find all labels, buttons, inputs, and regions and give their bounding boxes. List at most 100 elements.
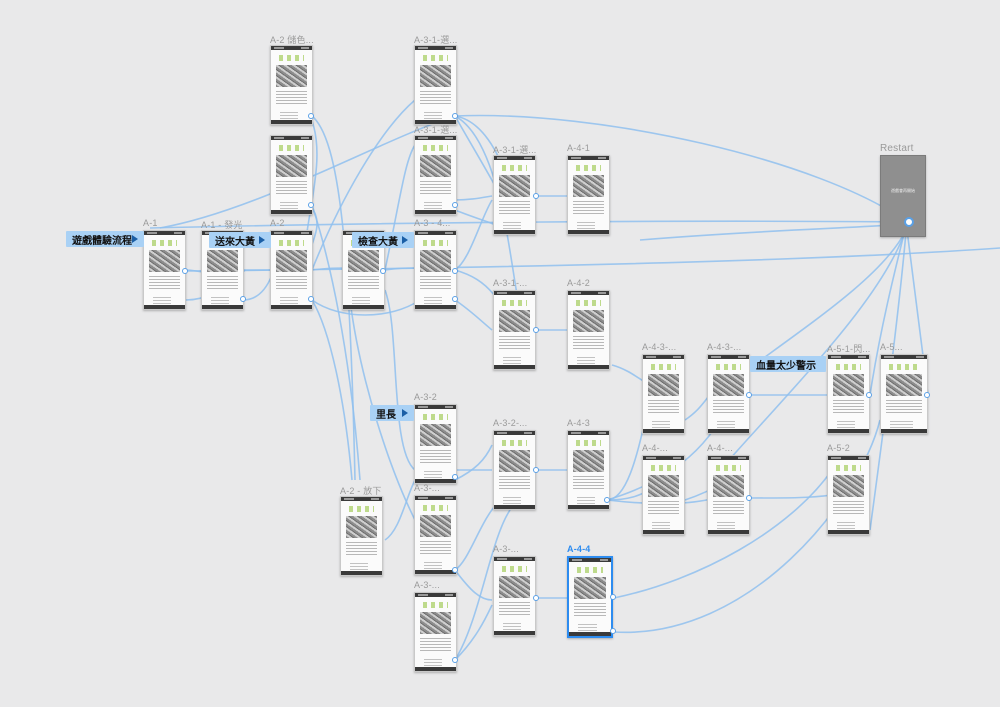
artboard-a3-2-3[interactable]: A-3-...: [493, 544, 536, 636]
play-icon[interactable]: [402, 409, 408, 417]
artboard-label: A-4-2: [567, 278, 591, 288]
play-icon[interactable]: [402, 236, 408, 244]
artboard-a2-top[interactable]: A-2 儲色...: [270, 35, 314, 125]
artboard-label: A-4-...: [642, 443, 668, 453]
connector-node[interactable]: [452, 268, 458, 274]
artboard-a4-3d[interactable]: A-4-...: [707, 443, 750, 535]
connector-node[interactable]: [308, 296, 314, 302]
connector-node[interactable]: [452, 567, 458, 573]
connector-node[interactable]: [452, 113, 458, 119]
screen-frame: [567, 290, 610, 370]
artboard-a2-mid[interactable]: [270, 135, 313, 215]
artboard-a5-1[interactable]: A-5-1-閃...: [827, 344, 870, 434]
screen-frame: [270, 230, 313, 310]
connector-node[interactable]: [866, 392, 872, 398]
connector-node[interactable]: [610, 628, 616, 634]
screen-frame: 遊戲會再開始: [880, 155, 926, 237]
play-icon[interactable]: [259, 236, 265, 244]
screen-frame: [270, 135, 313, 215]
connector-node[interactable]: [924, 392, 930, 398]
screen-frame: [707, 354, 750, 434]
connector-node[interactable]: [604, 497, 610, 503]
artboard-a3[interactable]: A-3 - 4...: [414, 218, 457, 310]
screen-frame: [493, 290, 536, 370]
artboard-a4-3c[interactable]: A-4-...: [642, 443, 685, 535]
artboard-a4-3[interactable]: A-4-3: [567, 418, 610, 510]
connector-node[interactable]: [452, 296, 458, 302]
artboard-a3-2[interactable]: A-3-2: [414, 392, 457, 484]
flow-label-text: 檢查大黃: [358, 236, 398, 248]
artboard-label: A-4-3: [567, 418, 591, 428]
artboard-a3-1d[interactable]: A-3-1-...: [493, 278, 536, 370]
artboard-label: A-3-2-...: [493, 418, 528, 428]
screen-frame: [143, 230, 186, 310]
play-icon[interactable]: [132, 235, 138, 243]
artboard-a4-4[interactable]: A-4-4: [567, 544, 613, 638]
wire: [639, 223, 906, 241]
connector-node[interactable]: [533, 327, 539, 333]
artboard-a4-2[interactable]: A-4-2: [567, 278, 610, 370]
artboard-a1[interactable]: A-1: [143, 218, 186, 310]
artboard-a3-2b[interactable]: A-3-...: [414, 483, 457, 575]
flow-label-game[interactable]: 遊戲體驗流程: [66, 231, 144, 247]
artboard-label: A-3 - 4...: [414, 218, 451, 228]
connector-node[interactable]: [380, 268, 386, 274]
connector-node[interactable]: [182, 268, 188, 274]
connector-node[interactable]: [533, 467, 539, 473]
artboard-a2[interactable]: A-2: [270, 218, 313, 310]
connector-node[interactable]: [746, 495, 752, 501]
screen-frame: [414, 404, 457, 484]
artboard-a4-3a[interactable]: A-4-3-...: [642, 342, 685, 434]
flow-label-check[interactable]: 檢查大黃: [352, 232, 414, 248]
artboard-label: A-5-1-閃...: [827, 344, 871, 354]
artboard-a3-2-2[interactable]: A-3-2-...: [493, 418, 536, 510]
wire: [384, 479, 416, 541]
artboard-a3-1b[interactable]: A-3-1-選...: [414, 125, 457, 215]
restart-text: 遊戲會再開始: [891, 188, 915, 193]
artboard-label: A-3-2: [414, 392, 438, 402]
artboard-a3-1[interactable]: A-3-1-選...: [414, 35, 457, 125]
connector-node[interactable]: [452, 474, 458, 480]
screen-frame: [707, 455, 750, 535]
screen-frame: [827, 455, 870, 535]
screen-frame: [493, 155, 536, 235]
screen-frame: [880, 354, 928, 434]
connector-node[interactable]: [746, 392, 752, 398]
artboard-a2-down[interactable]: A-2 - 放下: [340, 486, 383, 576]
restart-hotspot-node[interactable]: [904, 217, 914, 227]
wire: [311, 299, 353, 481]
artboard-a3-1c[interactable]: A-3-1-選...: [493, 145, 536, 235]
artboard-a5-2[interactable]: A-5-2: [827, 443, 870, 535]
screen-frame: [567, 430, 610, 510]
flow-label-blood[interactable]: 血量太少警示: [750, 356, 826, 372]
artboard-label: A-4-3-...: [642, 342, 677, 352]
connector-node[interactable]: [533, 193, 539, 199]
artboard-a5-x[interactable]: A-5...: [880, 342, 928, 434]
screen-frame: [567, 155, 610, 235]
artboard-label: A-1 - 發光: [201, 220, 243, 230]
artboard-a4-1[interactable]: A-4-1: [567, 143, 610, 235]
screen-frame: [414, 230, 457, 310]
connector-node[interactable]: [240, 296, 246, 302]
connector-node[interactable]: [452, 657, 458, 663]
artboard-label: A-4-...: [707, 443, 733, 453]
wire: [384, 289, 416, 471]
wire: [454, 299, 493, 331]
flow-label-chief[interactable]: 里長: [370, 405, 414, 421]
screen-frame: [642, 455, 685, 535]
connector-node[interactable]: [610, 594, 616, 600]
screen-frame: [340, 496, 383, 576]
artboard-label: A-3-1-...: [493, 278, 528, 288]
artboard-a4-3b[interactable]: A-4-3-...: [707, 342, 750, 434]
connector-node[interactable]: [308, 202, 314, 208]
connector-node[interactable]: [533, 595, 539, 601]
screen-frame: [414, 135, 457, 215]
artboard-restart[interactable]: Restart 遊戲會再開始: [880, 143, 926, 237]
artboard-a3-2c[interactable]: A-3-...: [414, 580, 457, 672]
connector-node[interactable]: [308, 113, 314, 119]
screen-frame: [642, 354, 685, 434]
connector-node[interactable]: [452, 202, 458, 208]
screen-frame: [493, 556, 536, 636]
flow-label-send[interactable]: 送來大黃: [209, 232, 271, 248]
